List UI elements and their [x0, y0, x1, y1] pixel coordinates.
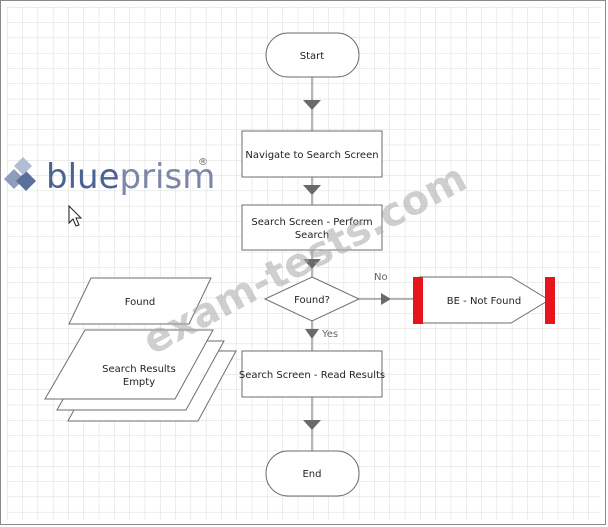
read-results-label: Search Screen - Read Results: [239, 370, 385, 381]
arrowhead-perform-to-decision: [303, 259, 321, 269]
navigate-stage[interactable]: Navigate to Search Screen: [241, 130, 383, 178]
found-data-item[interactable]: Found: [68, 277, 212, 325]
arrowhead-read-to-end: [303, 420, 321, 430]
perform-search-stage[interactable]: Search Screen - Perform Search: [241, 204, 383, 251]
start-label: Start: [300, 51, 325, 62]
perform-search-label-line2: Search: [295, 230, 329, 241]
grid-background: [7, 7, 601, 520]
start-node[interactable]: Start: [265, 32, 360, 78]
search-results-collection[interactable]: Search Results Empty: [44, 329, 237, 422]
found-decision[interactable]: Found?: [263, 276, 361, 322]
arrowhead-decision-to-exception: [381, 293, 391, 305]
found-data-label: Found: [125, 297, 156, 308]
exception-label: BE - Not Found: [447, 296, 521, 307]
arrowheads: [303, 100, 391, 430]
logo-wordmark: blueprism: [46, 157, 215, 197]
exception-right-bar: [545, 277, 555, 324]
collection-label-line2: Empty: [123, 377, 155, 388]
arrowhead-navigate-to-perform: [303, 185, 321, 195]
exception-stage[interactable]: BE - Not Found: [413, 276, 555, 324]
collection-label-line1: Search Results: [102, 364, 176, 375]
read-results-stage[interactable]: Search Screen - Read Results: [239, 350, 385, 398]
navigate-label: Navigate to Search Screen: [245, 150, 378, 161]
arrowhead-decision-to-read: [305, 329, 319, 339]
decision-label: Found?: [294, 295, 330, 306]
perform-search-label-line1: Search Screen - Perform: [251, 217, 372, 228]
mouse-pointer-icon: [68, 204, 83, 227]
logo-registered-mark: ®: [198, 157, 208, 168]
yes-label: Yes: [321, 329, 338, 340]
no-label: No: [374, 272, 388, 283]
arrowhead-start-to-navigate: [303, 100, 321, 110]
end-node[interactable]: End: [265, 450, 360, 497]
end-label: End: [302, 469, 321, 480]
exception-left-bar: [413, 277, 423, 324]
logo-mark-icon: [4, 157, 36, 191]
blueprism-logo: blueprism ®: [4, 157, 215, 197]
